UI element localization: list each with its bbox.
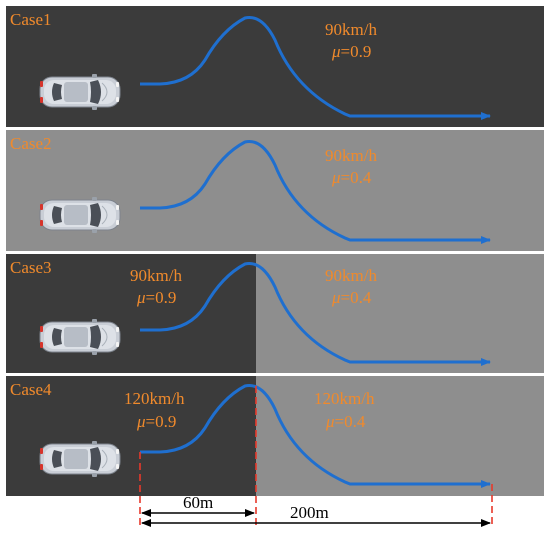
case2-panel: Case2 90km/h μ=0.4 xyxy=(6,130,544,251)
case1-road-surface xyxy=(6,6,544,127)
case3-road-dry xyxy=(6,254,256,373)
case4-right-speed-label: 120km/h xyxy=(314,389,375,408)
case1-car-icon xyxy=(39,73,121,111)
case1-friction-label: μ=0.9 xyxy=(331,42,371,61)
case3-left-friction-label: μ=0.9 xyxy=(136,288,176,307)
case3-trajectory xyxy=(140,261,491,366)
case4-label: Case4 xyxy=(10,380,52,399)
case4-road-wet xyxy=(256,376,544,496)
dimension-60m-label: 60m xyxy=(183,493,213,512)
case4-panel: Case4 120km/h μ=0.9 120km/h μ=0.4 xyxy=(6,376,544,496)
case3-right-friction-label: μ=0.4 xyxy=(331,288,372,307)
case4-trajectory xyxy=(140,383,491,488)
case3-right-speed-label: 90km/h xyxy=(325,266,377,285)
case3-label: Case3 xyxy=(10,258,52,277)
case1-label: Case1 xyxy=(10,10,52,29)
case4-left-speed-label: 120km/h xyxy=(124,389,185,408)
case2-road-surface xyxy=(6,130,544,251)
case2-trajectory xyxy=(140,139,491,244)
case3-road-wet xyxy=(256,254,544,373)
case4-left-friction-label: μ=0.9 xyxy=(136,412,176,431)
case3-left-speed-label: 90km/h xyxy=(130,266,182,285)
dimension-200m-label: 200m xyxy=(290,503,329,522)
case1-panel: Case1 90km/h μ=0.9 xyxy=(6,6,544,127)
case2-speed-label: 90km/h xyxy=(325,146,377,165)
case1-speed-label: 90km/h xyxy=(325,20,377,39)
case4-right-friction-label: μ=0.4 xyxy=(325,412,366,431)
case2-label: Case2 xyxy=(10,134,52,153)
case1-trajectory xyxy=(140,15,491,120)
case3-panel: Case3 90km/h μ=0.9 90km/h μ=0.4 xyxy=(6,254,544,373)
dimension-markers: 60m 200m xyxy=(139,386,493,527)
case4-road-dry xyxy=(6,376,256,496)
case2-car-icon xyxy=(39,196,121,234)
case4-car-icon xyxy=(39,440,121,478)
case3-car-icon xyxy=(39,318,121,356)
case2-friction-label: μ=0.4 xyxy=(331,168,372,187)
